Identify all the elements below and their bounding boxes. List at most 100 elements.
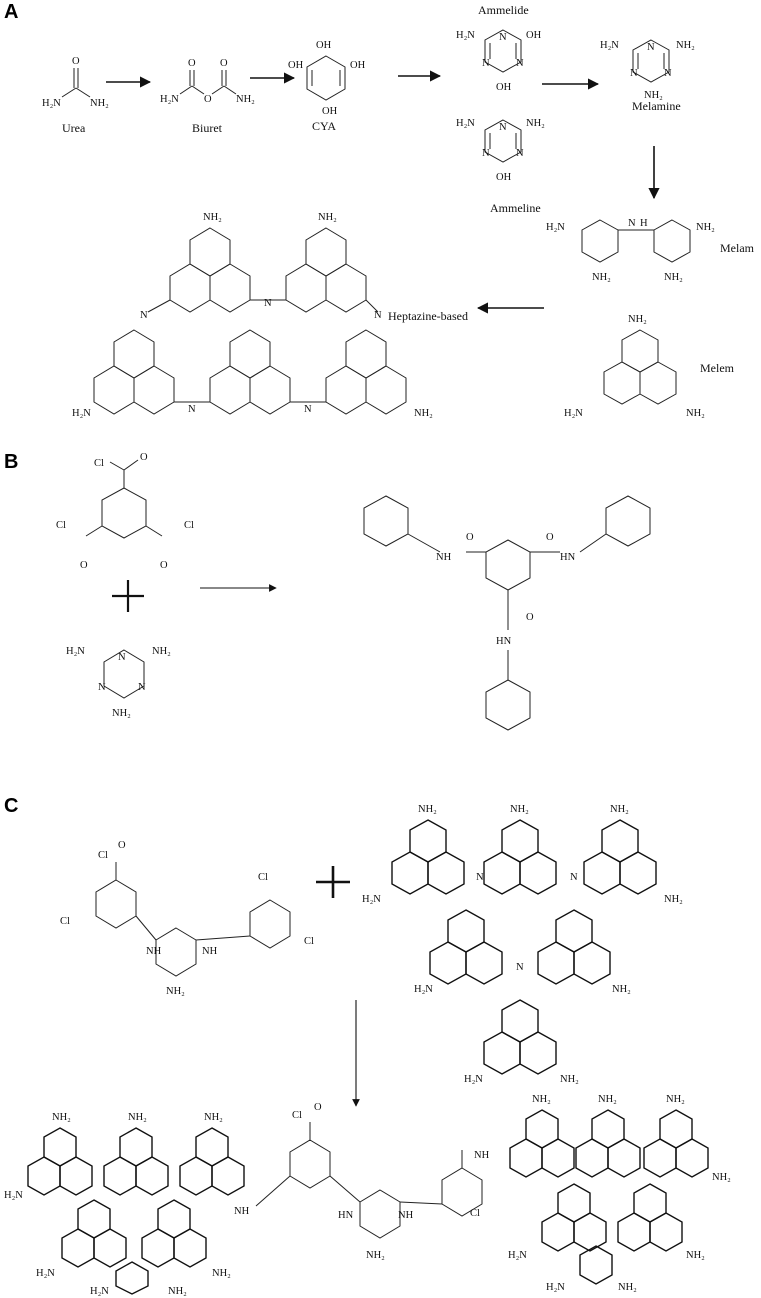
melamine-n3: N: [664, 68, 672, 79]
hp-n-right: N: [374, 310, 382, 321]
pcr-h2n-2: H₂N: [546, 1282, 565, 1293]
pcl-nh: NH: [234, 1206, 250, 1217]
label-melem: Melem: [700, 361, 735, 375]
pc-cl-2: Cl: [60, 916, 70, 927]
pcl-h2n-2: H₂N: [36, 1268, 55, 1279]
hr-nh2-1: NH₂: [418, 804, 437, 815]
pc-cl-4: Cl: [304, 936, 314, 947]
mel-b-nh2-r: NH₂: [152, 646, 171, 657]
melamine-n2: N: [630, 68, 638, 79]
melamine-structure: N N N H₂N NH₂ NH₂: [600, 39, 695, 101]
pcr-nh2-5: NH₂: [686, 1250, 705, 1261]
panel-label-c: C: [4, 795, 18, 817]
hp-n-b2: N: [304, 404, 312, 415]
urea-nh2: NH₂: [90, 98, 109, 109]
pc-nh-1: NH: [146, 946, 162, 957]
ammelide-oh2: OH: [496, 82, 512, 93]
ammelide-n3: N: [516, 58, 524, 69]
ammelide-n2: N: [482, 58, 490, 69]
label-urea: Urea: [62, 121, 86, 135]
urea-structure: O H₂N NH₂: [42, 56, 109, 109]
pcm-o-top: O: [314, 1102, 322, 1113]
biuret-h2n: H₂N: [160, 94, 179, 105]
hp-h2n: H₂N: [72, 408, 91, 419]
melam-nh2-r: NH₂: [696, 222, 715, 233]
hr-h2n-2: H₂N: [414, 984, 433, 995]
hr-nh2-6: NH₂: [560, 1074, 579, 1085]
pb-o-right: O: [546, 532, 554, 543]
ammelide-h2n: H₂N: [456, 30, 475, 41]
heptazine-polymer-structure: NH₂ NH₂ N N N N N H₂N NH₂: [72, 212, 433, 419]
mel-b-n1: N: [118, 652, 126, 663]
melem-structure: NH₂ H₂N NH₂: [564, 314, 705, 419]
pcm-hn-1: HN: [338, 1210, 354, 1221]
pcr-nh2-4: NH₂: [712, 1172, 731, 1183]
panel-label-b: B: [4, 451, 18, 473]
pc-cl-1: Cl: [98, 850, 108, 861]
melam-structure: N H H₂N NH₂ NH₂ NH₂: [546, 218, 715, 283]
pb-hn-bottom: HN: [496, 636, 512, 647]
ammeline-n2: N: [482, 148, 490, 159]
pc-nh2: NH₂: [166, 986, 185, 997]
pcl-nh2-5: NH₂: [168, 1286, 187, 1297]
ammeline-n1: N: [499, 122, 507, 133]
melem-h2n: H₂N: [564, 408, 583, 419]
pc-o-1: O: [118, 840, 126, 851]
hr-n-2: N: [570, 872, 578, 883]
melamine-nh2-r: NH₂: [676, 40, 695, 51]
mel-b-h2n: H₂N: [66, 646, 85, 657]
ammelide-structure: N N N H₂N OH OH: [456, 29, 542, 93]
melamine-n1: N: [647, 42, 655, 53]
panel-label-a: A: [4, 1, 18, 23]
urea-o: O: [72, 56, 80, 67]
pcr-nh2-3: NH₂: [666, 1094, 685, 1105]
biuret-nh2: NH₂: [236, 94, 255, 105]
tmc-o-left: O: [80, 560, 88, 571]
hr-nh2-5: NH₂: [612, 984, 631, 995]
pb-o-bottom: O: [526, 612, 534, 623]
label-biuret: Biuret: [192, 121, 223, 135]
melamine-nh2-b: NH₂: [644, 90, 663, 101]
pb-o-left: O: [466, 532, 474, 543]
pcm-nh-right: NH: [474, 1150, 490, 1161]
label-ammeline: Ammeline: [490, 201, 541, 215]
ammeline-nh2: NH₂: [526, 118, 545, 129]
melem-nh2-r: NH₂: [686, 408, 705, 419]
hr-nh2-3: NH₂: [610, 804, 629, 815]
pcm-hn-2: NH: [398, 1210, 414, 1221]
panel-c-product-structure: NH₂ NH₂ NH₂ H₂N H₂N NH₂ H₂N NH₂ NH Cl O …: [4, 1094, 731, 1297]
label-cya: CYA: [312, 119, 336, 133]
tmc-o-right: O: [160, 560, 168, 571]
mel-b-n2: N: [98, 682, 106, 693]
biuret-o2: O: [220, 58, 228, 69]
melam-h2n: H₂N: [546, 222, 565, 233]
tmc-cl-left: Cl: [56, 520, 66, 531]
pcm-cl-right: Cl: [470, 1208, 480, 1219]
panel-b-product-structure: NH HN HN O O O: [363, 495, 651, 731]
label-melam: Melam: [720, 241, 755, 255]
label-melamine: Melamine: [632, 99, 681, 113]
pc-nh-2: NH: [202, 946, 218, 957]
pcm-nh2: NH₂: [366, 1250, 385, 1261]
panel-c-heptazine-reactant-structure: NH₂ NH₂ NH₂ H₂N NH₂ H₂N NH₂ H₂N NH₂ N N …: [362, 804, 683, 1085]
urea-h2n: H₂N: [42, 98, 61, 109]
tmc-cl-right: Cl: [184, 520, 194, 531]
hp-n-b1: N: [188, 404, 196, 415]
biuret-o1: O: [188, 58, 196, 69]
pcr-nh2-1: NH₂: [532, 1094, 551, 1105]
pb-hn-right: HN: [560, 552, 576, 563]
hp-nh2-r: NH₂: [414, 408, 433, 419]
mel-b-n3: N: [138, 682, 146, 693]
ammeline-n3: N: [516, 148, 524, 159]
pcl-nh2-4: NH₂: [212, 1268, 231, 1279]
pcl-h2n-1: H₂N: [4, 1190, 23, 1201]
cya-oh-bottom: OH: [322, 106, 338, 117]
ammeline-structure: N N N H₂N NH₂ OH: [456, 118, 545, 183]
melamine-h2n: H₂N: [600, 40, 619, 51]
ammelide-oh1: OH: [526, 30, 542, 41]
pcr-nh2-6: NH₂: [618, 1282, 637, 1293]
hp-n-center: N: [264, 298, 272, 309]
hp-nh2-1: NH₂: [203, 212, 222, 223]
tmc-cl-top: Cl: [94, 458, 104, 469]
pc-cl-3: Cl: [258, 872, 268, 883]
